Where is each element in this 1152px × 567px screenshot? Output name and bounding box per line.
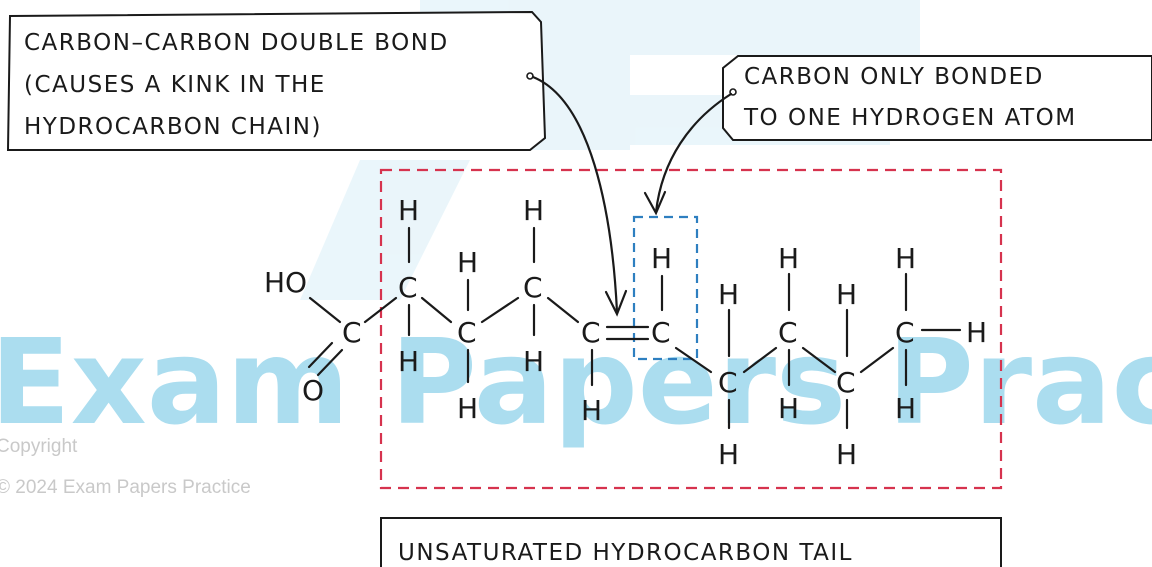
watermark-brand: Exam Papers Practice — [0, 313, 1152, 451]
callout-single-hydrogen-line1: CARBON ONLY BONDED — [744, 64, 1044, 90]
callout-double-bond-line1: CARBON–CARBON DOUBLE BOND — [24, 30, 449, 56]
tail-label-text: UNSATURATED HYDROCARBON TAIL — [398, 540, 853, 566]
hydrogen-c9-bottom: H — [836, 438, 857, 471]
callout-double-bond-line3: HYDROCARBON CHAIN) — [24, 114, 322, 140]
tail-highlight-box — [379, 168, 1003, 490]
hydrogen-c2-bottom: H — [398, 345, 419, 378]
hydrogen-c3-top: H — [457, 246, 478, 279]
hydrogen-c6-top: H — [651, 242, 672, 275]
hydrogen-c7-top: H — [718, 278, 739, 311]
carbon-6: C — [651, 316, 671, 349]
hydrogen-c4-top: H — [523, 194, 544, 227]
hydrogen-c10-end: H — [966, 316, 987, 349]
hydrogen-c7-bottom: H — [718, 438, 739, 471]
carbon-9: C — [836, 366, 856, 399]
hydrogen-c5-bottom: H — [581, 394, 602, 427]
hydroxyl-group: HO — [264, 266, 307, 299]
hydrogen-c4-bottom: H — [523, 345, 544, 378]
carbon-2: C — [398, 271, 418, 304]
carbon-10: C — [895, 316, 915, 349]
callout-arrows — [531, 75, 733, 317]
watermark-copyright-year: © 2024 Exam Papers Practice — [0, 477, 251, 498]
hydrogen-c10-top: H — [895, 242, 916, 275]
hydrogen-c3-bottom: H — [457, 392, 478, 425]
carbon-5: C — [581, 316, 601, 349]
single-hydrogen-carbon-box — [632, 215, 699, 361]
hydrogen-c8-top: H — [778, 242, 799, 275]
hydrogen-c10-bottom: H — [895, 392, 916, 425]
hydrogen-c2-top: H — [398, 194, 419, 227]
carbon-3: C — [457, 316, 477, 349]
tail-label: UNSATURATED HYDROCARBON TAIL — [380, 517, 1002, 567]
carbon-4: C — [523, 271, 543, 304]
hydrogen-c8-bottom: H — [778, 392, 799, 425]
carbon-7: C — [718, 366, 738, 399]
callout-double-bond: CARBON–CARBON DOUBLE BOND (CAUSES A KINK… — [6, 10, 547, 151]
carbonyl-oxygen: O — [302, 374, 324, 407]
carbon-8: C — [778, 316, 798, 349]
callout-single-hydrogen-line2: TO ONE HYDROGEN ATOM — [743, 105, 1077, 131]
hydrogen-c9-top: H — [836, 278, 857, 311]
atoms: HO O C H C H H C H H C H C H H C H C H H… — [264, 194, 987, 471]
callout-single-hydrogen: CARBON ONLY BONDED TO ONE HYDROGEN ATOM — [722, 55, 1152, 141]
bonds — [307, 226, 962, 430]
callout-double-bond-line2: (CAUSES A KINK IN THE — [24, 72, 326, 98]
carbon-1: C — [342, 316, 362, 349]
watermark-copyright: Copyright — [0, 436, 78, 457]
